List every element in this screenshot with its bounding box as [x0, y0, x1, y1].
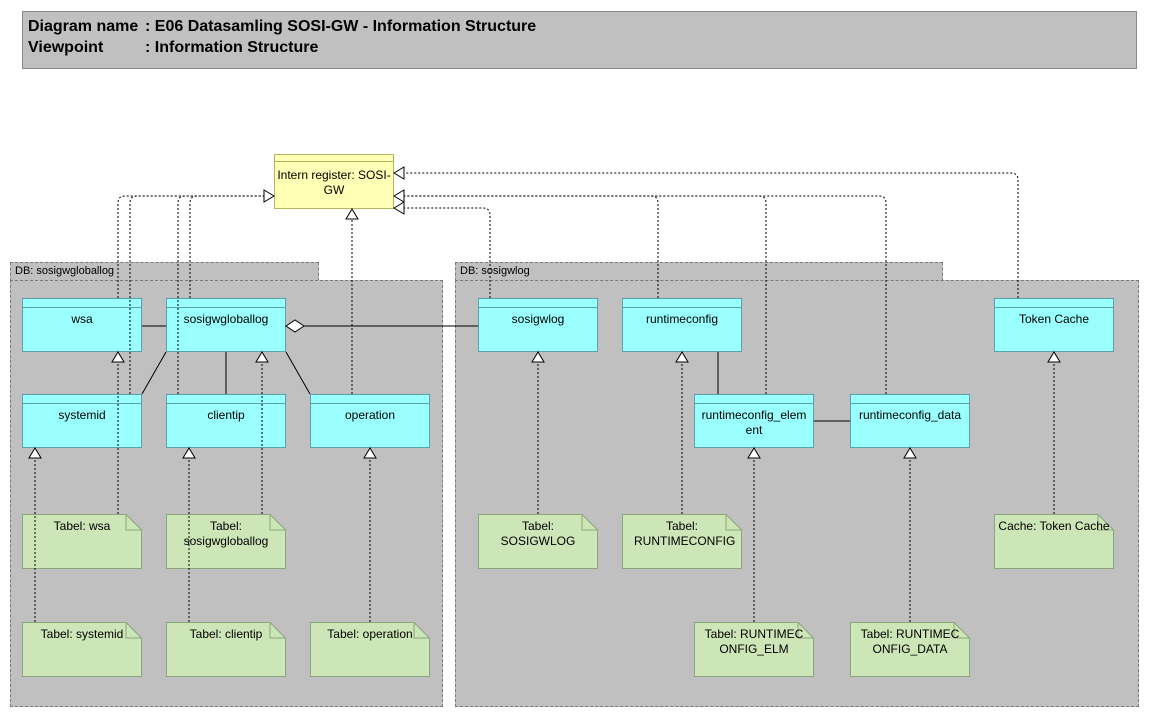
realization-wsa-intern[interactable] [118, 196, 266, 298]
association-sosigwgloballog-systemid[interactable] [142, 352, 166, 394]
arrowhead-sosigwlog [532, 352, 544, 362]
realization-clientip-intern[interactable] [178, 196, 266, 394]
arrowhead-operation [364, 448, 376, 458]
realization-token-cache-intern[interactable] [402, 173, 1018, 298]
arrowhead-intern-right-mid [394, 190, 404, 202]
realization-sosigwgloballog-intern[interactable] [190, 196, 266, 298]
arrowhead-runtimeconfig-data [904, 448, 916, 458]
realization-runtimeconfig-intern[interactable] [402, 196, 658, 298]
arrowhead-sosigwgloballog [256, 352, 268, 362]
arrowhead-intern-bottom [346, 209, 358, 219]
arrowhead-intern-right-low [394, 202, 404, 214]
arrowhead-token-cache [1048, 352, 1060, 362]
arrowhead-systemid [29, 448, 41, 458]
realization-sosigwlog-intern[interactable] [402, 208, 490, 298]
arrowhead-wsa [112, 352, 124, 362]
realization-runtimeconfig-data-intern[interactable] [402, 196, 886, 394]
arrowhead-clientip [183, 448, 195, 458]
realization-runtimeconfig-element-intern[interactable] [402, 196, 766, 394]
arrowhead-runtimeconfig [676, 352, 688, 362]
arrowhead-intern-left [264, 190, 274, 202]
arrowhead-runtimeconfig-element [748, 448, 760, 458]
realization-systemid-intern[interactable] [130, 196, 266, 394]
association-sosigwgloballog-operation[interactable] [286, 352, 310, 394]
aggregation-diamond [286, 320, 304, 332]
arrowhead-intern-right-top [394, 167, 404, 179]
